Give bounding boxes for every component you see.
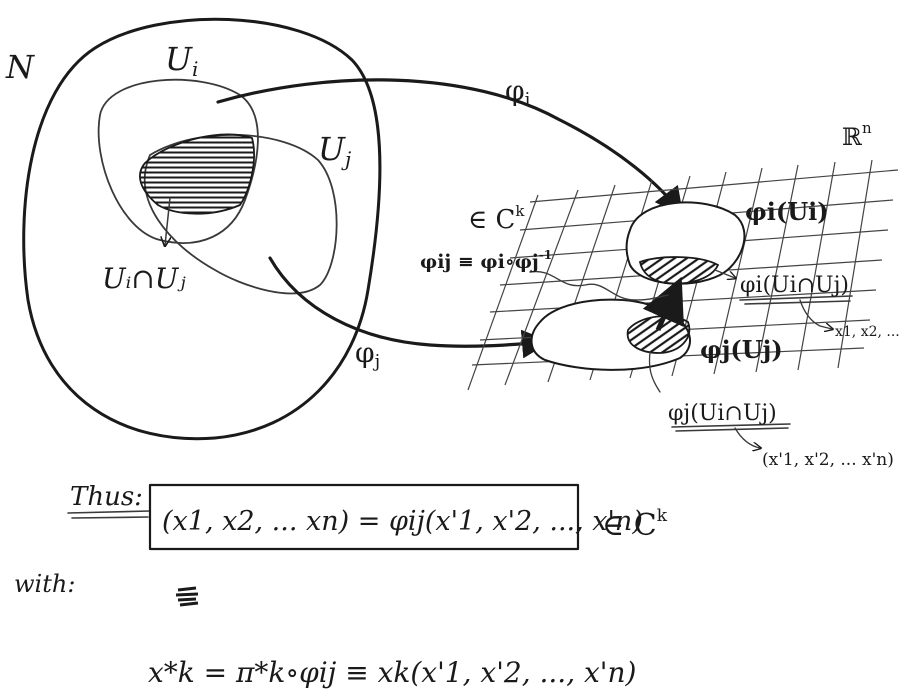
label-phi-ij-def: φij ≡ φi∘φj-1 (420, 248, 552, 273)
label-intersection: Uᵢ∩Uⱼ (102, 262, 186, 295)
label-coords-xprime: (x'1, x'2, ... x'n) (762, 450, 894, 470)
coords-x-pointer (799, 299, 832, 329)
intersection-pointer (165, 197, 170, 245)
label-rn: ℝn (842, 119, 872, 151)
phi-j-arrow (268, 256, 551, 359)
in-ck-label: ∈ Ck (602, 506, 668, 543)
label-phi-i-ui: φi(Ui) (745, 197, 829, 226)
phi-i-arrow (216, 78, 684, 217)
label-phi-i-uiuj: φi(Ui∩Uj) (740, 273, 849, 298)
phi-j-intersection-image (626, 315, 691, 354)
boxed-equation: (x1, x2, ... xn) = φij(x'1, x'2, ..., x'… (162, 506, 643, 537)
label-phi-i: φi (505, 74, 531, 110)
phi-i-intersection-pointer (714, 269, 735, 278)
label-phi-j-uiuj: φj(Ui∩Uj) (668, 401, 777, 426)
label-ui: Ui (165, 40, 198, 81)
with-label: with: (14, 570, 75, 598)
label-ck: ∈ Ck (468, 202, 525, 235)
label-manifold: N (5, 48, 35, 86)
manifold-boundary (22, 17, 382, 441)
label-uj: Uj (318, 130, 351, 171)
region-uj (143, 134, 338, 295)
label-phi-j: φj (355, 336, 380, 372)
boxed-equation-frame (148, 483, 580, 551)
label-coords-x: x1, x2, ... xn (835, 324, 902, 340)
region-ui (97, 78, 259, 244)
component-equation: x*k = π*k∘φij ≡ xk(x'1, x'2, ..., x'n) (148, 656, 636, 689)
scribble-mark (175, 586, 199, 607)
phi-j-intersection-pointer (648, 351, 661, 393)
coords-xprime-pointer (734, 427, 760, 448)
phi-ij-pointer (529, 270, 669, 301)
thus-label: Thus: (70, 482, 143, 512)
label-phi-j-uj: φj(Uj) (700, 335, 783, 364)
transition-arrow (642, 276, 684, 332)
intersection-region (139, 133, 255, 215)
